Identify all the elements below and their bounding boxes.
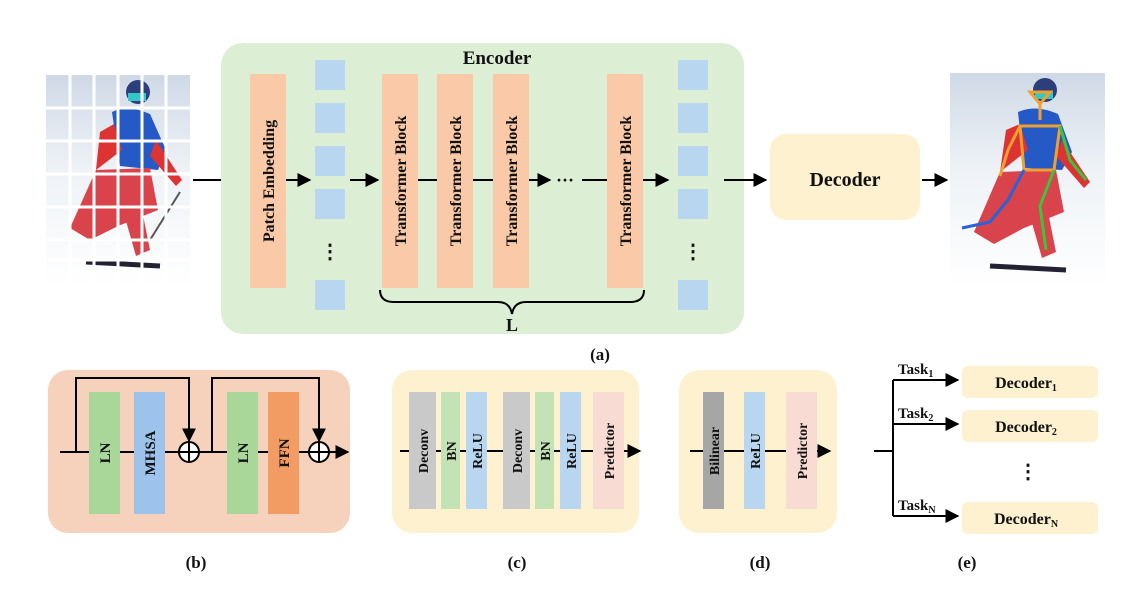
relu-block-1 — [466, 392, 487, 509]
caption-c: (c) — [508, 553, 527, 572]
relu-label-d: ReLU — [749, 433, 764, 469]
bn-label-1: BN — [445, 441, 460, 460]
token-column-right: ⋮ — [678, 60, 708, 310]
decoder-box — [770, 134, 920, 220]
predictor-label-c: Predictor — [603, 423, 618, 480]
patch-embedding-label: Patch Embedding — [261, 120, 278, 242]
deconv-label-1: Deconv — [417, 429, 432, 473]
relu-block-d — [744, 392, 765, 509]
transformer-block-l-label: Transformer Block — [618, 116, 635, 247]
deconv-label-2: Deconv — [511, 429, 526, 473]
task-label-1: Task1 — [898, 362, 933, 380]
bn-label-2: BN — [539, 441, 554, 460]
add-icon — [178, 441, 200, 463]
transformer-block-1-label: Transformer Block — [393, 116, 410, 247]
bn-block-1 — [441, 392, 460, 509]
deconv-block-1 — [409, 392, 436, 509]
residual-connection-1 — [75, 377, 196, 452]
deconv-block-2 — [503, 392, 530, 509]
input-image — [46, 75, 190, 286]
predictor-block-c — [593, 392, 624, 509]
transformer-block-2-label: Transformer Block — [448, 116, 465, 247]
token-ellipsis: ⋮ — [320, 241, 340, 263]
repeat-brace — [379, 289, 645, 315]
token — [678, 146, 708, 176]
encoder-box — [221, 43, 744, 334]
token — [315, 280, 345, 310]
bilinear-label: Bilinear — [708, 427, 723, 475]
token — [315, 189, 345, 219]
token — [315, 103, 345, 133]
predictor-label-d: Predictor — [796, 423, 811, 480]
token-ellipsis: ⋮ — [683, 241, 703, 263]
task-decoder-n — [962, 502, 1098, 534]
task-decoder-label-1: Decoder1 — [995, 375, 1057, 394]
add-icon — [308, 441, 330, 463]
caption-b: (b) — [186, 553, 207, 572]
repeat-label: L — [506, 315, 518, 335]
task-label-n: TaskN — [898, 498, 936, 516]
ffn-label: FFN — [277, 438, 293, 467]
ln-label-1: LN — [98, 442, 114, 463]
task-decoder-label-2: Decoder2 — [995, 419, 1057, 438]
ln-block-2 — [227, 392, 258, 514]
token — [315, 146, 345, 176]
mhsa-block — [134, 392, 165, 514]
caption-e: (e) — [958, 553, 977, 572]
predictor-block-d — [786, 392, 817, 509]
task-decoder-1 — [962, 366, 1098, 398]
transformer-block-3-label: Transformer Block — [504, 116, 521, 247]
panel-e: Task1 Task2 TaskN Decoder1 Decoder2 ⋮ De… — [874, 362, 1098, 534]
decoder-label: Decoder — [809, 169, 880, 191]
transformer-block-2 — [437, 74, 473, 288]
caption-d: (d) — [750, 553, 771, 572]
ln-label-2: LN — [236, 442, 252, 463]
transformer-block-1 — [382, 74, 418, 288]
task-decoder-label-n: DecoderN — [994, 511, 1059, 530]
relu-block-2 — [560, 392, 581, 509]
transformer-block-l — [607, 74, 643, 288]
blocks-ellipsis: ··· — [556, 170, 574, 190]
token-column-left: ⋮ — [315, 60, 345, 310]
patch-embedding-block — [250, 74, 286, 288]
token — [678, 189, 708, 219]
caption-a: (a) — [590, 345, 610, 364]
ln-block-1 — [89, 392, 120, 514]
bn-block-2 — [535, 392, 554, 509]
relu-label-2: ReLU — [565, 433, 580, 469]
token — [315, 60, 345, 90]
ffn-block — [268, 392, 299, 514]
residual-connection-2 — [211, 377, 326, 452]
token — [678, 103, 708, 133]
token — [678, 280, 708, 310]
mhsa-label: MHSA — [143, 430, 159, 475]
token — [678, 60, 708, 90]
bilinear-block — [703, 392, 724, 509]
task-decoder-2 — [962, 410, 1098, 442]
transformer-block-3 — [493, 74, 529, 288]
task-label-2: Task2 — [898, 406, 933, 424]
encoder-title: Encoder — [463, 48, 532, 69]
output-image — [950, 73, 1105, 288]
task-decoder-ellipsis: ⋮ — [1018, 461, 1038, 483]
relu-label-1: ReLU — [471, 433, 486, 469]
